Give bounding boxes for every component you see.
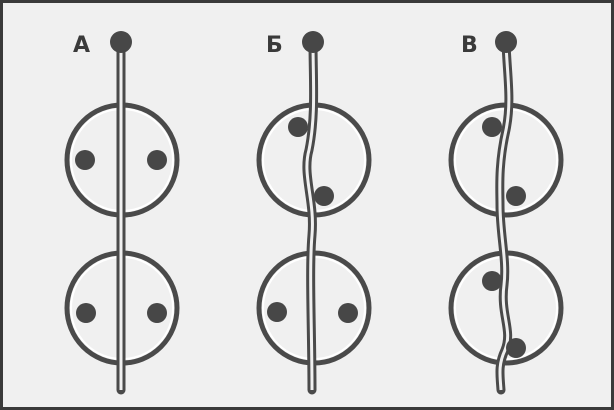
panel-a-anchor-dot: [110, 31, 132, 53]
panel-c-dot-4: [506, 338, 526, 358]
panel-c-dot-2: [506, 186, 526, 206]
panel-b-dot-1: [288, 117, 308, 137]
panel-c-label: В: [461, 33, 478, 58]
panel-b-label: Б: [266, 33, 283, 58]
panel-c-dot-1: [482, 117, 502, 137]
panel-c-anchor-dot: [495, 31, 517, 53]
panel-a-label: А: [73, 33, 90, 58]
panel-b-dot-2: [314, 186, 334, 206]
panel-a-dot-2: [147, 150, 167, 170]
panel-a-dot-3: [76, 303, 96, 323]
panel-a-dot-1: [75, 150, 95, 170]
panel-b-anchor-dot: [302, 31, 324, 53]
panel-b-dot-3: [267, 302, 287, 322]
panel-b-dot-4: [338, 303, 358, 323]
panel-c-dot-3: [482, 271, 502, 291]
panel-a-dot-4: [147, 303, 167, 323]
